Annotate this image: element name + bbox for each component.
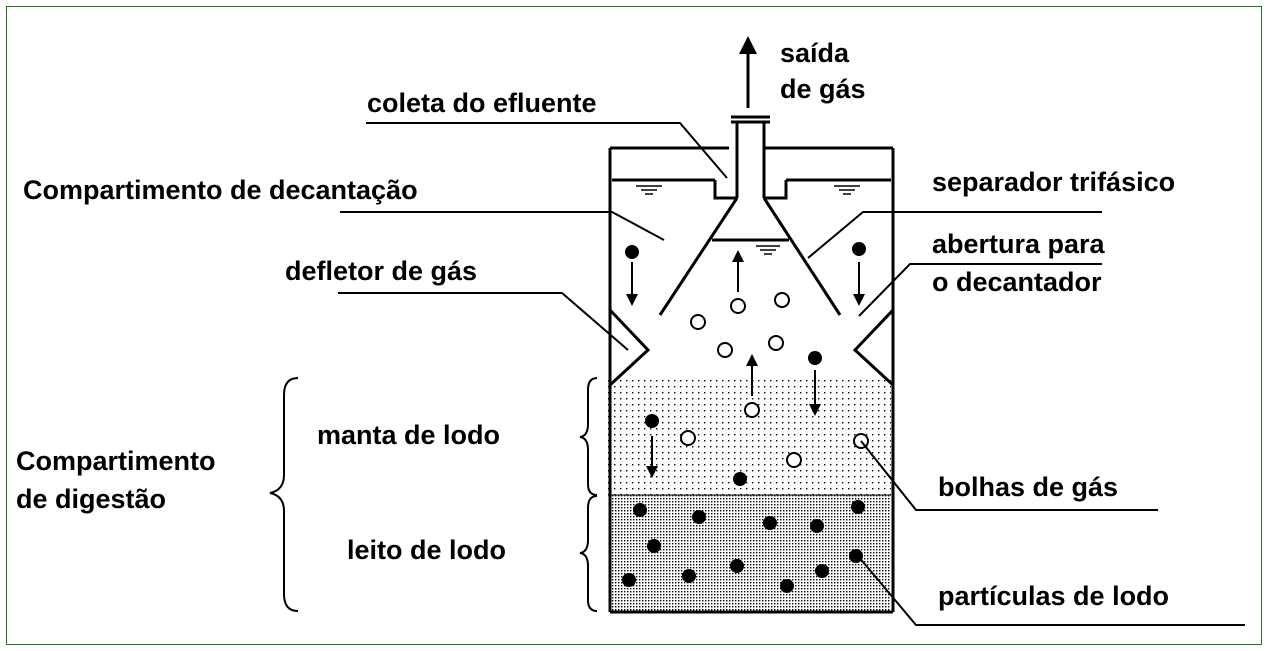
leader-lines [338, 122, 1245, 626]
label-bolhas-gas: bolhas de gás [938, 472, 1118, 502]
label-leito-lodo: leito de lodo [347, 535, 506, 565]
brace-manta [579, 377, 598, 496]
reactor-body [608, 146, 895, 614]
gas-bubbles [680, 292, 869, 468]
label-compartimento-decantacao: Compartimento de decantação [23, 175, 418, 205]
water-level-marks [636, 185, 860, 255]
label-abertura-1: abertura para [932, 229, 1106, 259]
label-saida-gas-1: saída [780, 38, 850, 68]
brace-leito [579, 495, 598, 612]
label-compartimento-digestao-1: Compartimento [16, 446, 216, 476]
label-defletor-gas: defletor de gás [285, 256, 477, 286]
label-abertura-2: o decantador [932, 267, 1102, 297]
label-manta-lodo: manta de lodo [317, 420, 500, 450]
effluent-trough [612, 178, 891, 200]
label-compartimento-digestao-2: de digestão [16, 484, 166, 514]
flow-arrows [626, 250, 865, 478]
brace-digestao [269, 377, 299, 612]
label-particulas-lodo: partículas de lodo [938, 581, 1169, 611]
gas-deflectors [608, 308, 895, 387]
leito-de-lodo-zone [608, 495, 891, 611]
label-separador-trifasico: separador trifásico [932, 167, 1175, 197]
sludge-particles [622, 242, 866, 593]
manta-de-lodo-zone [608, 378, 891, 495]
gas-outlet-pipe [731, 115, 770, 198]
three-phase-separator [658, 197, 842, 316]
label-saida-gas-2: de gás [780, 74, 866, 104]
label-coleta-efluente: coleta do efluente [367, 88, 597, 118]
braces [269, 377, 598, 612]
